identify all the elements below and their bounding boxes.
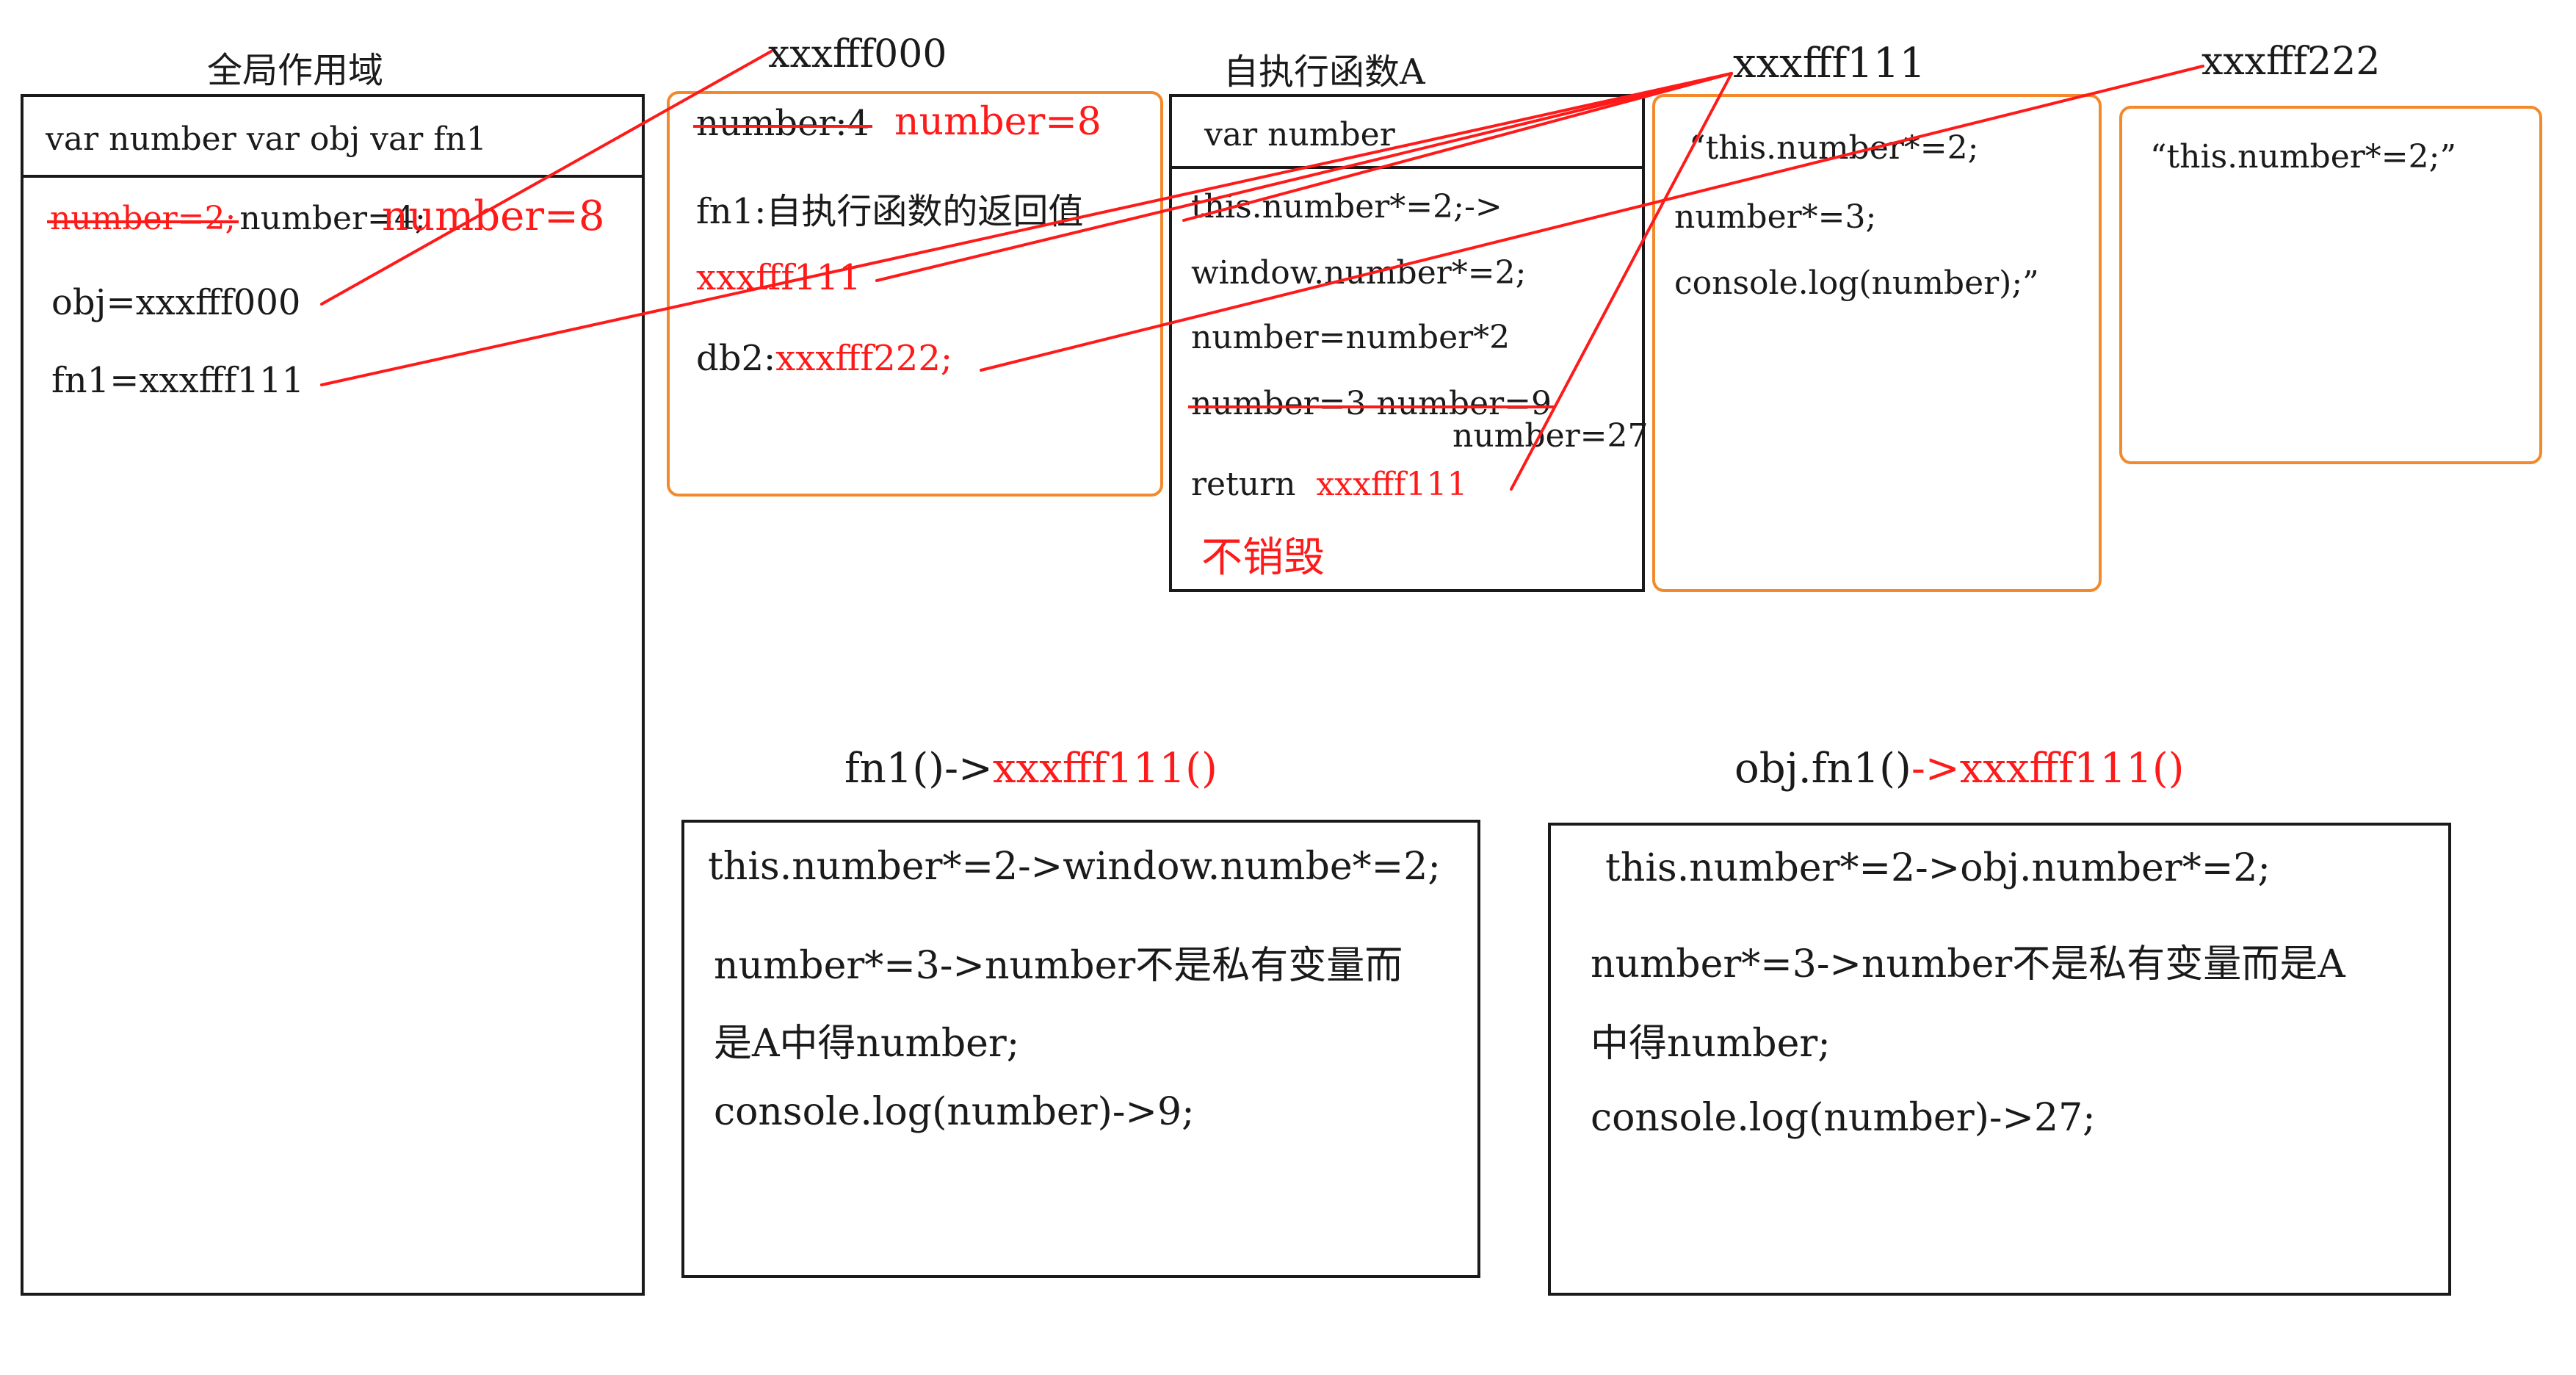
call2-line-2: number*=3->number不是私有变量而是A: [1591, 942, 2345, 986]
call1-title-suffix: xxxfff111(): [992, 745, 1218, 793]
selfexec-return-row: return xxxfff111: [1191, 466, 1467, 503]
call1-box: [681, 820, 1480, 1278]
selfexec-divider: [1169, 166, 1645, 169]
call1-line-2: number*=3->number不是私有变量而: [714, 944, 1403, 988]
heap000-box: [667, 91, 1163, 497]
selfexec-line-4: number=3 number=9: [1188, 385, 1555, 422]
call2-title-suffix: ->xxxfff111(): [1911, 745, 2185, 793]
call2-title: obj.fn1()->xxxfff111(): [1734, 745, 2185, 793]
global-declarations: var number var obj var fn1: [46, 120, 487, 158]
heap000-number-old: number:4: [692, 103, 873, 144]
heap222-line-1: “this.number*=2;”: [2150, 138, 2456, 176]
connector-return-to-heap111: [1510, 72, 1733, 491]
connector-fn1-to-heap111: [320, 72, 1733, 386]
connector-db2-to-heap222: [980, 65, 2204, 372]
connector-this-to-heap111: [1182, 72, 1733, 222]
selfexec-number-old: number=3 number=9: [1188, 385, 1555, 422]
heap111-line-2: number*=3;: [1674, 198, 1877, 236]
heap000-number-new: number=8: [894, 100, 1101, 144]
connector-heap000-fn1-to-heap111: [875, 72, 1733, 282]
global-scope-divider: [21, 175, 645, 178]
selfexec-declaration: var number: [1204, 116, 1395, 154]
call2-line-4: console.log(number)->27;: [1591, 1096, 2096, 1140]
global-scope-box: [21, 94, 645, 1296]
global-fn1: fn1=xxxfff111: [51, 360, 305, 401]
heap111-line-3: console.log(number);”: [1674, 264, 2039, 302]
heap000-db2-label: db2:: [696, 338, 776, 379]
call1-title-prefix: fn1()->: [844, 745, 993, 793]
call1-title: fn1()->xxxfff111(): [844, 745, 1218, 793]
global-number-new: number=8: [382, 192, 605, 240]
selfexec-return-label: return: [1191, 466, 1296, 503]
heap000-db2-value: xxxfff222;: [775, 338, 953, 379]
selfexec-return-value: xxxfff111: [1316, 466, 1468, 503]
selfexec-line-2: window.number*=2;: [1191, 254, 1527, 292]
heap000-address: xxxfff000: [768, 32, 947, 76]
global-scope-title: 全局作用域: [207, 50, 384, 91]
global-number-row: number=2; number=4;: [46, 200, 426, 237]
heap000-fn1-value: xxxfff111: [696, 257, 861, 298]
heap000-fn1-label: fn1:自执行函数的返回值: [696, 191, 1084, 232]
call1-line-4: console.log(number)->9;: [714, 1090, 1195, 1134]
heap000-number-row: number:4: [692, 103, 873, 144]
heap222-address: xxxfff222: [2201, 40, 2381, 84]
connector-obj-to-heap000: [320, 50, 773, 306]
global-obj: obj=xxxfff000: [51, 282, 301, 323]
call1-line-3: 是A中得number;: [714, 1022, 1020, 1066]
selfexec-line-3: number=number*2: [1191, 319, 1510, 356]
selfexec-title: 自执行函数A: [1223, 51, 1425, 93]
call2-title-prefix: obj.fn1(): [1734, 745, 1911, 793]
selfexec-line-1: this.number*=2;->: [1191, 188, 1502, 225]
heap111-line-1: “this.number*=2;: [1689, 129, 1979, 167]
selfexec-not-destroyed: 不销毁: [1201, 534, 1325, 582]
heap000-db2-row: db2:xxxfff222;: [696, 338, 952, 379]
heap111-box: [1652, 94, 2102, 592]
global-number-mid: number=4;: [239, 200, 426, 237]
selfexec-number-new: number=27: [1452, 417, 1649, 455]
selfexec-box: [1169, 94, 1645, 592]
call1-line-1: this.number*=2->window.numbe*=2;: [708, 845, 1441, 889]
call2-line-3: 中得number;: [1591, 1022, 1831, 1066]
heap111-address: xxxfff111: [1733, 40, 1926, 87]
call2-box: [1548, 823, 2451, 1296]
call2-line-1: this.number*=2->obj.number*=2;: [1605, 846, 2271, 890]
global-number-old: number=2;: [46, 200, 239, 237]
heap222-box: [2119, 106, 2542, 464]
